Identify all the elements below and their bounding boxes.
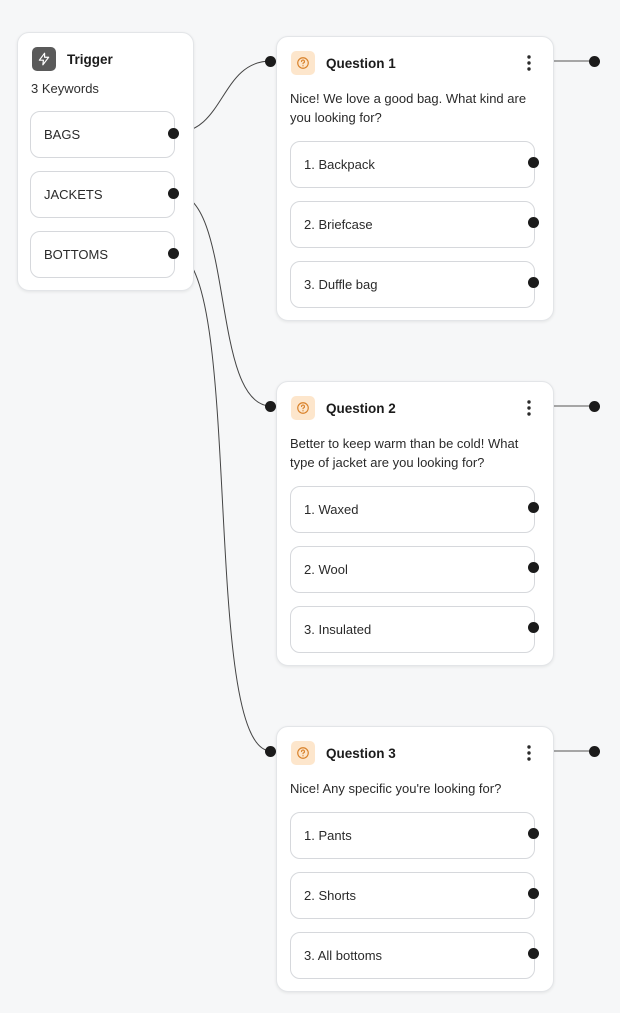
option-all-bottoms[interactable]: 3. All bottoms: [290, 932, 535, 979]
option-label: 2. Shorts: [304, 888, 357, 903]
more-vertical-icon[interactable]: [521, 53, 537, 73]
keyword-label: JACKETS: [44, 187, 103, 202]
question-message: Better to keep warm than be cold! What t…: [290, 436, 519, 470]
option-label: 3. All bottoms: [304, 948, 383, 963]
handle-option-wool[interactable]: [528, 562, 539, 573]
option-pants[interactable]: 1. Pants: [290, 812, 535, 859]
keyword-bags[interactable]: BAGS: [30, 111, 175, 158]
question-node-1[interactable]: Question 1 Nice! We love a good bag. Wha…: [276, 36, 554, 321]
output-handle-question-3[interactable]: [589, 746, 600, 757]
input-handle-question-2[interactable]: [265, 401, 276, 412]
question-node-3[interactable]: Question 3 Nice! Any specific you're loo…: [276, 726, 554, 992]
option-briefcase[interactable]: 2. Briefcase: [290, 201, 535, 248]
handle-option-duffle-bag[interactable]: [528, 277, 539, 288]
option-waxed[interactable]: 1. Waxed: [290, 486, 535, 533]
keyword-label: BAGS: [44, 127, 81, 142]
handle-option-all-bottoms[interactable]: [528, 948, 539, 959]
output-handle-question-1[interactable]: [589, 56, 600, 67]
keyword-jackets[interactable]: JACKETS: [30, 171, 175, 218]
question-title: Question 3: [326, 745, 396, 761]
option-duffle-bag[interactable]: 3. Duffle bag: [290, 261, 535, 308]
question-message: Nice! Any specific you're looking for?: [290, 781, 502, 796]
keyword-bottoms[interactable]: BOTTOMS: [30, 231, 175, 278]
option-label: 3. Insulated: [304, 622, 372, 637]
question-title: Question 2: [326, 400, 396, 416]
option-backpack[interactable]: 1. Backpack: [290, 141, 535, 188]
option-shorts[interactable]: 2. Shorts: [290, 872, 535, 919]
question-title: Question 1: [326, 55, 396, 71]
input-handle-question-1[interactable]: [265, 56, 276, 67]
handle-keyword-bottoms[interactable]: [168, 248, 179, 259]
handle-option-shorts[interactable]: [528, 888, 539, 899]
question-circle-icon: [291, 396, 315, 420]
handle-option-insulated[interactable]: [528, 622, 539, 633]
handle-option-waxed[interactable]: [528, 502, 539, 513]
handle-keyword-bags[interactable]: [168, 128, 179, 139]
question-circle-icon: [291, 51, 315, 75]
question-node-2[interactable]: Question 2 Better to keep warm than be c…: [276, 381, 554, 666]
option-label: 1. Pants: [304, 828, 352, 843]
keyword-label: BOTTOMS: [44, 247, 109, 262]
lightning-bolt-icon: [32, 47, 56, 71]
option-label: 1. Backpack: [304, 157, 375, 172]
option-wool[interactable]: 2. Wool: [290, 546, 535, 593]
question-message: Nice! We love a good bag. What kind are …: [290, 91, 527, 125]
option-insulated[interactable]: 3. Insulated: [290, 606, 535, 653]
option-label: 2. Briefcase: [304, 217, 373, 232]
question-header: Question 2: [291, 396, 396, 420]
link-bottoms-to-question-3: [173, 252, 272, 752]
question-circle-icon: [291, 741, 315, 765]
option-label: 1. Waxed: [304, 502, 359, 517]
handle-keyword-jackets[interactable]: [168, 188, 179, 199]
option-label: 3. Duffle bag: [304, 277, 378, 292]
input-handle-question-3[interactable]: [265, 746, 276, 757]
more-vertical-icon[interactable]: [521, 743, 537, 763]
question-header: Question 1: [291, 51, 396, 75]
handle-option-backpack[interactable]: [528, 157, 539, 168]
handle-option-pants[interactable]: [528, 828, 539, 839]
option-label: 2. Wool: [304, 562, 348, 577]
handle-option-briefcase[interactable]: [528, 217, 539, 228]
keyword-count: 3 Keywords: [31, 81, 99, 96]
output-handle-question-2[interactable]: [589, 401, 600, 412]
trigger-node[interactable]: Trigger 3 Keywords BAGS JACKETS BOTTOMS: [17, 32, 194, 291]
more-vertical-icon[interactable]: [521, 398, 537, 418]
trigger-title: Trigger: [67, 51, 113, 67]
trigger-header: Trigger: [32, 47, 113, 71]
question-header: Question 3: [291, 741, 396, 765]
